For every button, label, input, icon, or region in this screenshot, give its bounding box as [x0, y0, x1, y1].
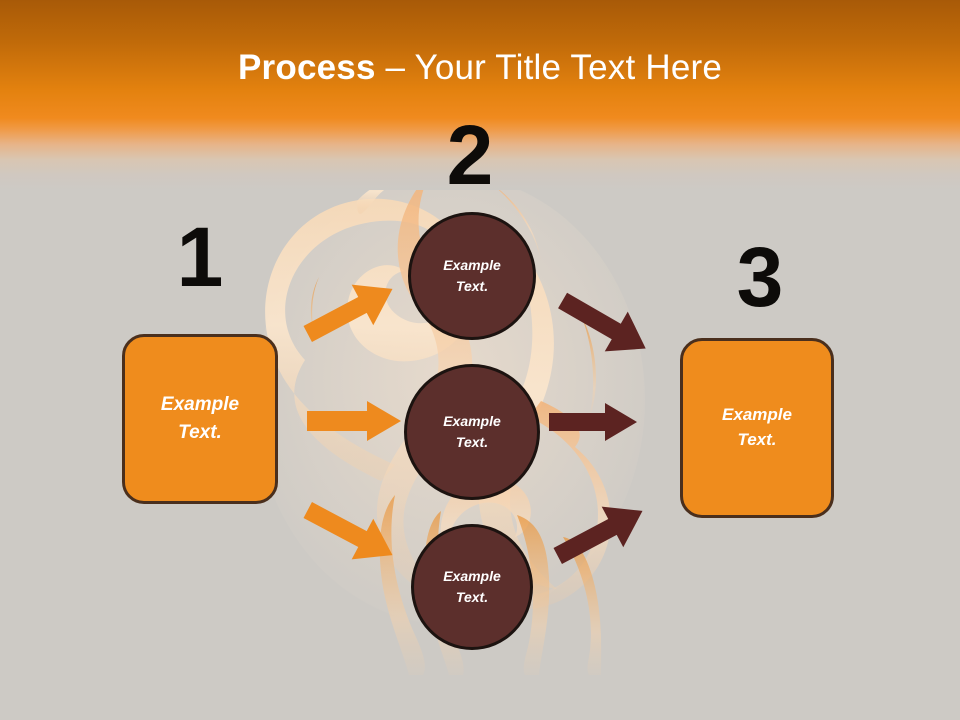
process-circle-bottom-label: Example Text.: [443, 568, 501, 605]
step-number-1: 1: [176, 210, 224, 304]
page-title: Process – Your Title Text Here: [0, 48, 960, 88]
title-light: Your Title Text Here: [414, 48, 722, 87]
process-circle-top[interactable]: Example Text.: [408, 212, 536, 340]
process-box-left-label: Example Text.: [160, 394, 240, 443]
header-banner: [0, 0, 960, 190]
process-circle-middle[interactable]: Example Text.: [404, 364, 540, 500]
step-number-2: 2: [446, 108, 494, 202]
process-circle-top-label: Example Text.: [443, 257, 501, 294]
process-circle-middle-label: Example Text.: [443, 413, 501, 450]
title-strong: Process: [238, 48, 376, 87]
title-separator: –: [375, 48, 415, 87]
process-box-right-label: Example Text.: [722, 405, 792, 449]
process-box-left[interactable]: Example Text.: [122, 334, 278, 504]
step-number-3: 3: [736, 230, 784, 324]
process-circle-bottom[interactable]: Example Text.: [411, 524, 533, 650]
process-box-right[interactable]: Example Text.: [680, 338, 834, 518]
